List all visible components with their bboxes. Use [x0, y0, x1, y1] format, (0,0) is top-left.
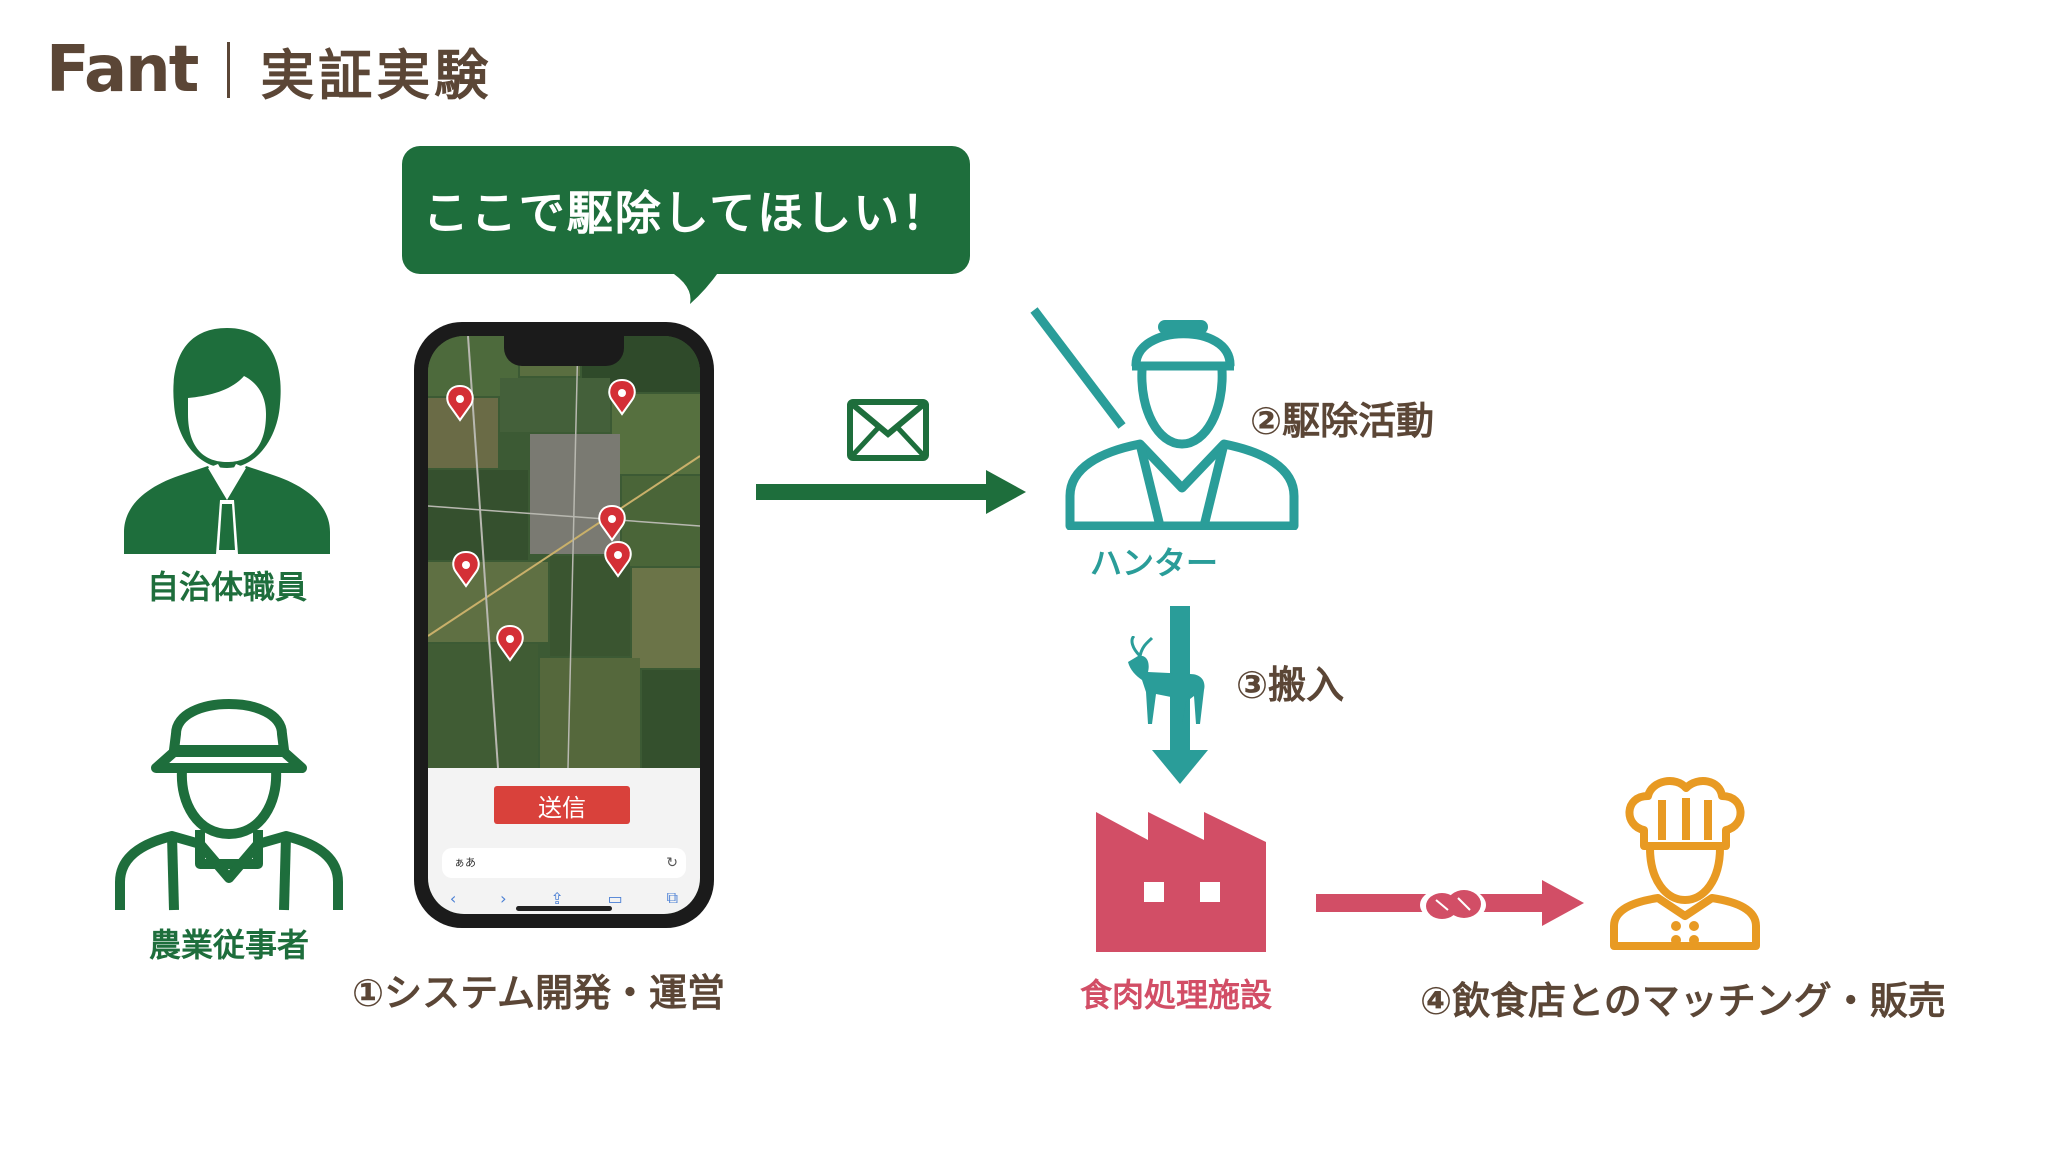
mail-envelope-icon: [847, 399, 929, 461]
browser-address-bar[interactable]: ぁあ ↻: [442, 848, 686, 878]
header-divider: [227, 42, 231, 98]
official-label: 自治体職員: [146, 568, 307, 606]
page-title: 実証実験: [260, 43, 493, 107]
factory-icon: [1096, 812, 1266, 952]
phone-notch: [504, 336, 624, 366]
speech-bubble-tail: [668, 270, 720, 304]
forward-icon[interactable]: ›: [500, 888, 507, 908]
satellite-map[interactable]: [428, 336, 700, 768]
back-icon[interactable]: ‹: [449, 888, 457, 908]
arrow-to-hunter: [756, 470, 1026, 514]
smartphone: 送信 ぁあ ↻ ‹ › ⇪ ▭ ⧉: [414, 322, 714, 928]
home-indicator: [516, 906, 612, 911]
farmer-person-icon: [115, 699, 343, 911]
reload-icon[interactable]: ↻: [666, 855, 678, 871]
phone-screen: 送信 ぁあ ↻ ‹ › ⇪ ▭ ⧉: [428, 336, 700, 914]
header: Fant 実証実験: [46, 30, 492, 110]
official-person-icon: [124, 328, 330, 554]
send-button[interactable]: 送信: [494, 786, 630, 824]
tabs-icon[interactable]: ⧉: [666, 888, 679, 907]
share-icon[interactable]: ⇪: [550, 888, 564, 908]
farmer-label: 農業従事者: [148, 926, 309, 964]
step4-label: ④飲食店とのマッチング・販売: [1420, 979, 1946, 1023]
chef-icon: [1610, 777, 1760, 950]
speech-bubble: ここで駆除してほしい！: [402, 146, 970, 274]
speech-bubble-text: ここで駆除してほしい！: [422, 186, 950, 240]
deer-icon: [1128, 636, 1205, 724]
browser-toolbar: ‹ › ⇪ ▭ ⧉: [428, 882, 700, 914]
step1-label: ①システム開発・運営: [352, 971, 726, 1015]
step3-label: ③搬入: [1236, 663, 1345, 707]
bookmarks-icon[interactable]: ▭: [607, 888, 623, 908]
address-bar-text: ぁあ: [454, 856, 476, 869]
phone-app-panel: 送信 ぁあ ↻ ‹ › ⇪ ▭ ⧉: [428, 768, 700, 914]
hunter-label: ハンター: [1090, 544, 1219, 582]
meat-icon: [1420, 886, 1486, 924]
brand-logo: Fant: [46, 33, 199, 107]
facility-label: 食肉処理施設: [1080, 976, 1273, 1014]
step2-label: ②駆除活動: [1250, 399, 1435, 443]
hunter-person-icon: [1030, 307, 1299, 530]
